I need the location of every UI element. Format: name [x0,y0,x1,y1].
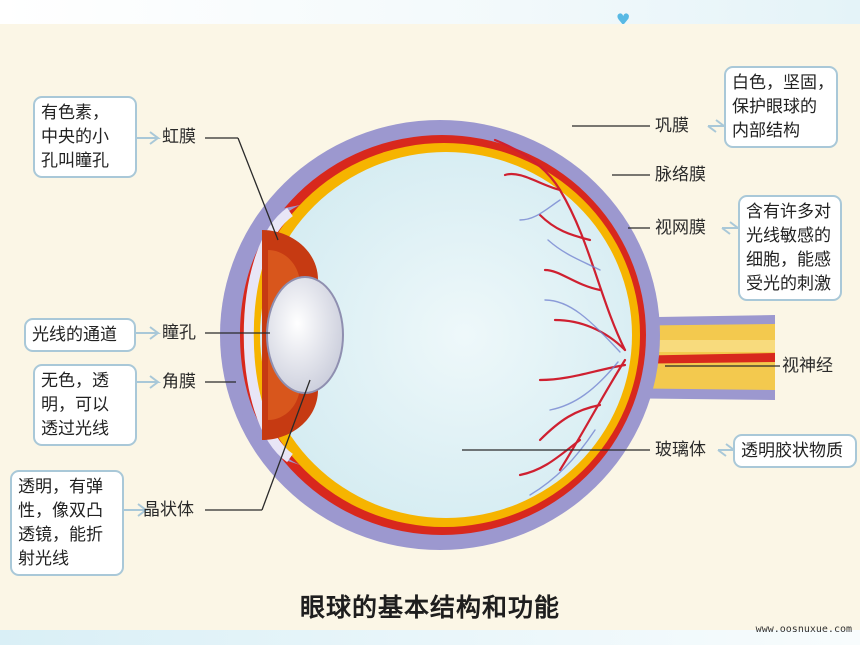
leader-lines [205,125,780,511]
retina-label: 视网膜 [655,218,706,238]
iris-label: 虹膜 [162,127,196,147]
site-watermark: www.oosnuxue.com [755,624,852,635]
lens-note: 透明，有弹 性，像双凸 透镜，能折 射光线 [10,470,124,576]
iris-note: 有色素， 中央的小 孔叫瞳孔 [33,96,137,178]
retina-note: 含有许多对 光线敏感的 细胞，能感 受光的刺激 [738,195,842,301]
lens-label: 晶状体 [143,500,194,520]
diagram-caption: 眼球的基本结构和功能 [299,593,560,622]
cornea-note: 无色，透 明，可以 透过光线 [33,364,137,446]
choroid-label: 脉络膜 [655,165,706,185]
top-band [0,0,860,24]
vitreous-note: 透明胶状物质 [733,434,857,468]
bottom-band [0,630,860,645]
sclera-note: 白色，坚固， 保护眼球的 内部结构 [724,66,838,148]
optic-nerve-label: 视神经 [782,356,833,376]
vitreous-body [260,152,632,518]
lens-shape [266,276,344,394]
vitreous-label: 玻璃体 [655,440,706,460]
sclera-label: 巩膜 [655,116,689,136]
blood-vessels-fine [519,199,621,496]
cornea-label: 角膜 [162,372,196,392]
pupil-note: 光线的通道 [24,318,136,352]
blood-vessels [493,138,627,477]
pupil-label: 瞳孔 [162,323,196,343]
heart-icon: ♥ [616,10,631,29]
note-connectors [122,119,741,517]
